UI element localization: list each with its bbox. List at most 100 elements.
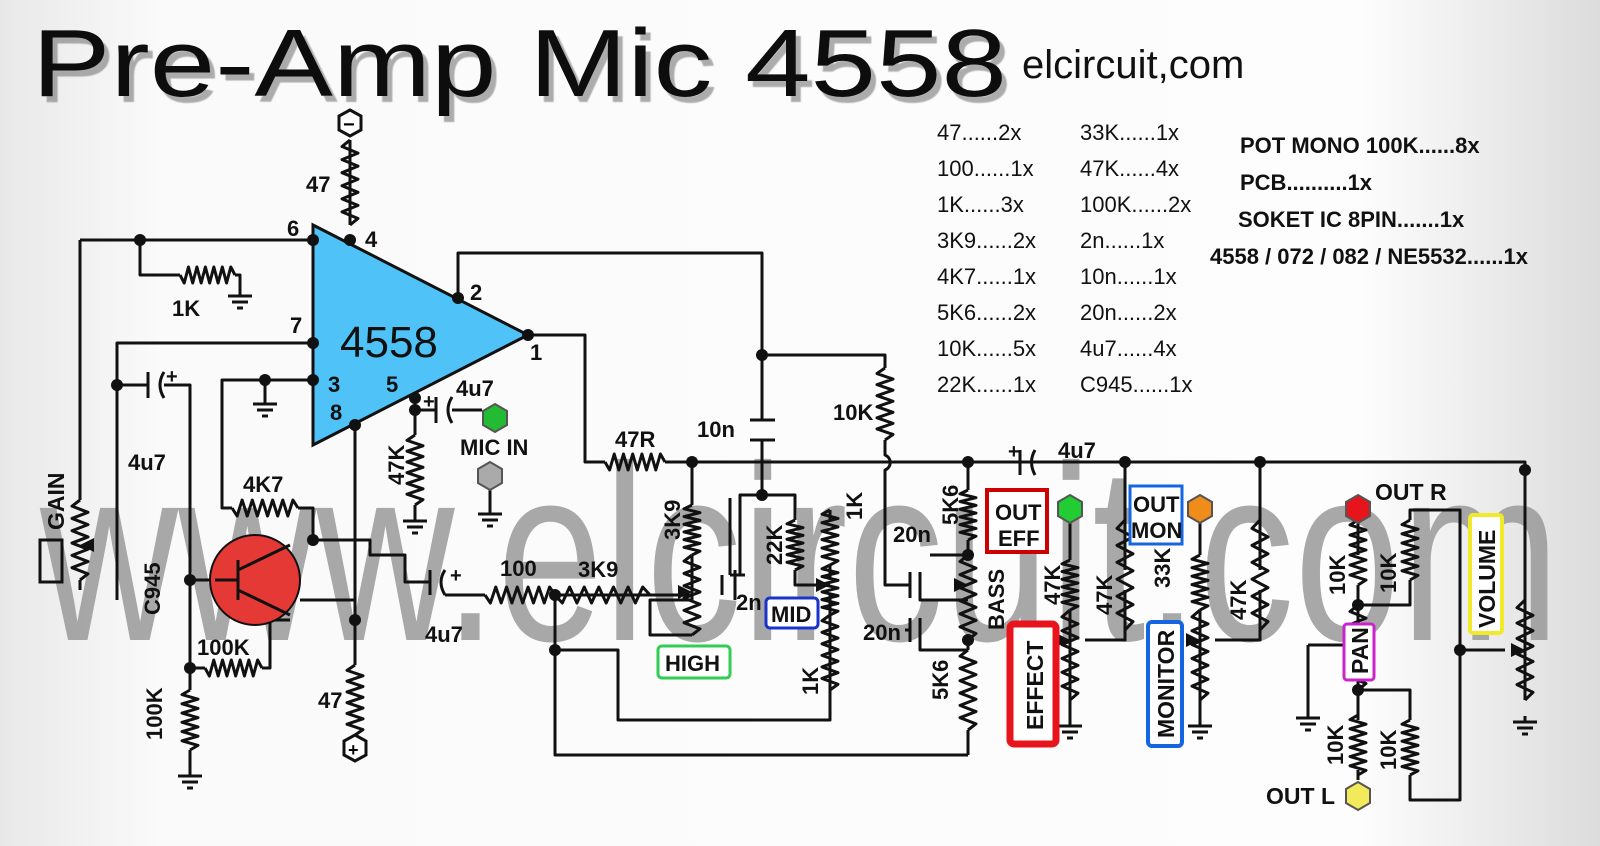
label-c4u7-bus: 4u7 bbox=[1058, 438, 1096, 463]
out-l-node[interactable] bbox=[1345, 780, 1371, 812]
ground-icon bbox=[178, 770, 202, 790]
pin-4: 4 bbox=[365, 227, 378, 252]
opamp-4558 bbox=[311, 222, 532, 448]
resistor-10k-c bbox=[1348, 713, 1368, 777]
pin-6: 6 bbox=[287, 216, 299, 241]
tag-out-eff-2: EFF bbox=[998, 526, 1040, 551]
resistor-4k7 bbox=[230, 498, 300, 518]
ground-icon bbox=[1188, 720, 1212, 740]
high-pot[interactable] bbox=[682, 553, 702, 637]
resistor-100 bbox=[483, 585, 557, 605]
junction-dot bbox=[452, 292, 464, 304]
label-r47r: 47R bbox=[615, 427, 655, 452]
tag-bass: BASS bbox=[984, 569, 1009, 630]
page-title: Pre-Amp Mic 4558 bbox=[32, 10, 1007, 117]
junction-dot bbox=[962, 456, 974, 468]
pin-8: 8 bbox=[330, 400, 342, 425]
label-c4u7-mic: 4u7 bbox=[456, 376, 494, 401]
label-c4u7-out: 4u7 bbox=[425, 622, 463, 647]
label-r47k-mon: 47K bbox=[1226, 580, 1251, 620]
label-r47-bottom: 47 bbox=[318, 688, 342, 713]
parts-list-item: 100K......2x bbox=[1080, 192, 1191, 217]
tag-out-l: OUT L bbox=[1266, 783, 1335, 809]
label-r1k: 1K bbox=[172, 296, 200, 321]
junction-dot bbox=[1254, 456, 1266, 468]
junction-dot bbox=[307, 337, 319, 349]
label-c20n-b: 20n bbox=[863, 620, 901, 645]
junction-dot bbox=[1352, 599, 1364, 611]
mic-in-node[interactable] bbox=[482, 402, 508, 434]
label-r47k-eff-a: 47K bbox=[1040, 565, 1065, 605]
effect-pot[interactable] bbox=[1060, 608, 1080, 702]
gain-pot[interactable] bbox=[70, 498, 90, 582]
mic-ground-node[interactable] bbox=[477, 460, 503, 492]
resistor-47-bottom bbox=[345, 663, 365, 737]
label-c2n: 2n bbox=[736, 590, 762, 615]
effect-tag-box bbox=[1006, 620, 1060, 748]
monitor-pot[interactable] bbox=[1190, 608, 1210, 702]
pot-wiper-arrow-icon bbox=[678, 585, 692, 599]
ground-icon bbox=[1513, 716, 1537, 736]
junction-dot bbox=[307, 234, 319, 246]
opamp-label: 4558 bbox=[340, 318, 438, 367]
parts-list-item: C945......1x bbox=[1080, 372, 1193, 397]
site-name: elcircuit,com bbox=[1022, 43, 1244, 87]
mid-pot[interactable] bbox=[820, 563, 840, 617]
parts-list-item: 22K......1x bbox=[937, 372, 1036, 397]
volume-tag-box bbox=[1468, 513, 1504, 635]
label-r10k-d: 10K bbox=[1376, 730, 1401, 770]
resistor-1k-mid-top bbox=[820, 508, 840, 567]
junction-dot bbox=[962, 634, 974, 646]
pin-2: 2 bbox=[470, 280, 482, 305]
parts-list-item: POT MONO 100K......8x bbox=[1240, 133, 1480, 158]
junction-dot bbox=[686, 456, 698, 468]
bass-pot[interactable] bbox=[958, 553, 978, 642]
plus-icon: + bbox=[348, 740, 359, 760]
label-r47k-eff-b: 47K bbox=[1092, 575, 1117, 615]
junction-dot bbox=[259, 374, 271, 386]
plus-sign-icon: + bbox=[166, 366, 178, 388]
label-c4u7-left: 4u7 bbox=[128, 450, 166, 475]
tag-out-mon-2: MON bbox=[1131, 518, 1182, 543]
resistor-47k-mic bbox=[405, 433, 425, 507]
ground-icon bbox=[228, 290, 252, 310]
out-mon-node[interactable] bbox=[1187, 493, 1213, 525]
resistor-33k bbox=[1190, 553, 1210, 612]
resistor-10k-a bbox=[1348, 518, 1368, 587]
capacitors bbox=[146, 371, 1037, 642]
control-tags: GAIN MIC IN HIGH MID BASS OUT EFF OUT MO… bbox=[38, 435, 1504, 809]
resistor-47-top bbox=[340, 138, 360, 227]
label-r10k-b: 10K bbox=[1376, 553, 1401, 593]
junction-dot bbox=[756, 489, 768, 501]
out-eff-node[interactable] bbox=[1057, 493, 1083, 525]
junction-dot bbox=[549, 644, 561, 656]
parts-list-item: 2n......1x bbox=[1080, 228, 1164, 253]
resistor-100k-fb bbox=[203, 658, 264, 678]
label-r5k6-top: 5K6 bbox=[938, 485, 963, 525]
label-r100k-bias: 100K bbox=[142, 687, 167, 740]
pin-labels: 6 4 2 7 1 3 5 8 bbox=[287, 216, 542, 425]
capacitor-2n bbox=[720, 570, 745, 600]
ground-icon bbox=[478, 508, 502, 528]
tag-pan: PAN bbox=[1347, 627, 1373, 674]
parts-list-item: 4K7......1x bbox=[937, 264, 1036, 289]
capacitor-4u7-mic bbox=[434, 396, 454, 424]
junction-dot bbox=[307, 374, 319, 386]
ground-icon bbox=[1058, 720, 1082, 740]
label-r1k-mid-top: 1K bbox=[842, 492, 867, 520]
label-r3k9-high: 3K9 bbox=[660, 500, 685, 540]
junction-dot bbox=[349, 419, 361, 431]
label-c10n: 10n bbox=[697, 417, 735, 442]
out-r-node[interactable] bbox=[1345, 493, 1371, 525]
resistor-10k-d bbox=[1400, 718, 1420, 777]
high-tag-box bbox=[656, 644, 732, 680]
junction-dot bbox=[1519, 464, 1531, 476]
junction-dot bbox=[349, 614, 361, 626]
label-r33k: 33K bbox=[1150, 548, 1175, 588]
resistor-1k bbox=[178, 265, 237, 285]
pot-wiper-arrow-icon bbox=[1186, 633, 1200, 647]
tag-out-r: OUT R bbox=[1375, 479, 1447, 505]
pot-wiper-arrow-icon bbox=[80, 538, 94, 552]
